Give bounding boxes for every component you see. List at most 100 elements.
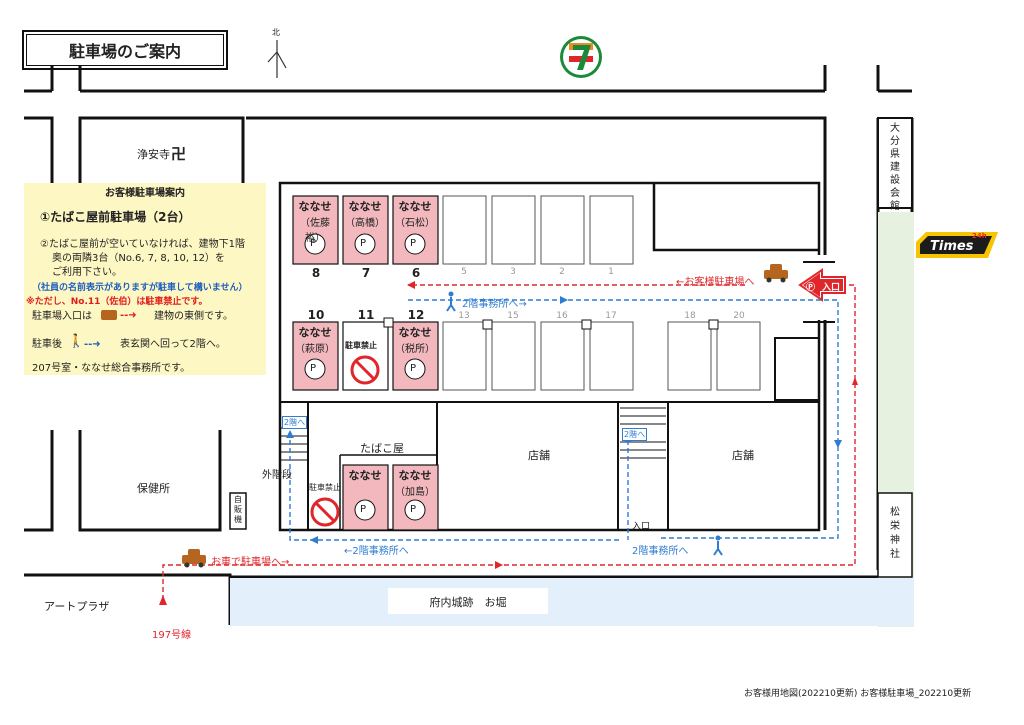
- car-icon: [182, 549, 206, 568]
- info-line7b: 建物の東側です。: [154, 311, 233, 322]
- car-icon: [101, 310, 117, 320]
- stall-bottom-1[interactable]: ななせ: [345, 467, 385, 483]
- stall-owner: （高橋）: [345, 218, 385, 229]
- entrance-arrow-icon: [798, 268, 846, 302]
- no-parking-label-b: 駐車禁止: [309, 483, 341, 492]
- info-line8a: 駐車後: [32, 339, 62, 350]
- page-title: 駐車場のご案内: [22, 30, 228, 70]
- stall-tag: ななせ: [298, 326, 332, 339]
- moat-label: 府内城跡 お堀: [429, 596, 507, 609]
- stall-number: 11: [357, 308, 375, 322]
- stall-number: 12: [407, 308, 425, 322]
- stall-number: 10: [307, 308, 325, 322]
- stall-tag: ななせ: [398, 200, 432, 213]
- info-panel: お客様駐車場案内 ①たばこ屋前駐車場（2台） ②たばこ屋前が空いていなければ、建…: [24, 183, 266, 375]
- stall-tag: ななせ: [348, 200, 382, 213]
- shop2-label: 店舗: [732, 449, 754, 462]
- to-office-right-label: 2階事務所へ: [632, 546, 689, 557]
- no-parking-label-a: 駐車禁止: [345, 341, 377, 350]
- stall-owner: （税所）: [395, 344, 435, 355]
- to-office-top-label: 2階事務所へ→: [462, 299, 527, 310]
- stall-bottom-2[interactable]: ななせ （加島）: [395, 467, 435, 498]
- gray-stall-number: 1: [608, 267, 614, 277]
- red-dash-arrow-icon: --➜: [120, 310, 137, 321]
- info-line4: ご利用下さい。: [52, 267, 122, 278]
- stall-tag: ななせ: [298, 200, 332, 213]
- stall-8[interactable]: ななせ （佐藤裕）: [295, 198, 335, 244]
- stall-number: 8: [311, 266, 321, 280]
- outer-stairs-label: 外階段: [262, 470, 292, 481]
- info-line7a: 駐車場入口は: [32, 311, 92, 322]
- info-line2: ②たばこ屋前が空いていなければ、建物下1階: [40, 239, 246, 250]
- north-arrow-icon: [267, 40, 287, 78]
- stall-owner: （萩原）: [295, 344, 335, 355]
- gray-stall-number: 16: [556, 311, 568, 321]
- no-parking-icon: [310, 497, 340, 527]
- to-customer-parking-label: ←お客様駐車場へ: [676, 277, 755, 288]
- page-title-text: 駐車場のご案内: [68, 42, 181, 61]
- vending-label: 自販機: [234, 495, 242, 524]
- tobacco-label: たばこ屋: [360, 442, 404, 455]
- parking-entrance-p-icon: Ⓟ: [806, 283, 816, 293]
- info-line3: 奥の両隣3台（No.6, 7, 8, 10, 12）を: [52, 253, 225, 264]
- stall-tag: ななせ: [348, 469, 382, 482]
- info-line6: ※ただし、No.11（佐伯）は駐車禁止です。: [26, 297, 208, 307]
- stall-owner: （加島）: [395, 487, 435, 498]
- shop1-label: 店舗: [528, 449, 550, 462]
- kensetsu-label: 大分県建設会館: [890, 123, 900, 212]
- p-icon: P: [360, 238, 367, 249]
- stall-tag: ななせ: [398, 469, 432, 482]
- stall-12[interactable]: ななせ （税所）: [395, 324, 435, 355]
- times-label: Times: [930, 239, 974, 254]
- info-line9: 207号室・ななせ総合事務所です。: [32, 363, 191, 374]
- pedestrian-icon: [713, 535, 723, 556]
- gray-stall-number: 13: [458, 311, 470, 321]
- by-car-label: お車で駐車場へ→: [211, 557, 290, 568]
- art-plaza-label: アートプラザ: [44, 600, 110, 613]
- info-line8b: 表玄関へ回って2階へ。: [120, 339, 226, 350]
- stall-7[interactable]: ななせ （高橋）: [345, 198, 385, 229]
- shrine-label: 松栄神社: [890, 507, 900, 560]
- car-icon: [764, 264, 788, 283]
- info-line5: （社員の名前表示がありますが駐車して構いません）: [32, 283, 248, 293]
- gray-stall-number: 3: [510, 267, 516, 277]
- stall-10[interactable]: ななせ （萩原）: [295, 324, 335, 355]
- pedestrian-icon: [446, 291, 456, 312]
- north-label: 北: [272, 28, 280, 37]
- stall-6[interactable]: ななせ （石松）: [395, 198, 435, 229]
- gray-stall-number: 20: [733, 311, 745, 321]
- pedestrian-icon: 🚶: [68, 334, 85, 349]
- gray-stall-number: 15: [507, 311, 519, 321]
- info-line1: ①たばこ屋前駐車場（2台）: [40, 210, 191, 224]
- p-icon: P: [410, 238, 417, 249]
- stall-tag: ななせ: [398, 326, 432, 339]
- gray-stall-number: 18: [684, 311, 696, 321]
- p-icon: P: [310, 238, 317, 249]
- temple-icon: 卍: [171, 145, 187, 163]
- hokenjo-label: 保健所: [137, 482, 170, 495]
- times-24-label: 24h: [972, 232, 987, 240]
- p-icon: P: [360, 504, 367, 515]
- gray-stall-number: 5: [461, 267, 467, 277]
- no-parking-icon: [350, 355, 380, 385]
- to-office-left-label: ←2階事務所へ: [344, 546, 409, 557]
- p-icon: P: [410, 504, 417, 515]
- footer-text: お客様用地図(202210更新) お客様駐車場_202210更新: [744, 689, 972, 699]
- gray-stall-number: 17: [605, 311, 617, 321]
- entrance-small-label: 入口: [632, 522, 651, 532]
- gray-stall-number: 2: [559, 267, 565, 277]
- blue-dash-arrow-icon: --➜: [84, 339, 101, 350]
- temple-label: 浄安寺: [137, 148, 170, 161]
- stall-owner: （石松）: [395, 218, 435, 229]
- times-logo-icon: [916, 232, 998, 258]
- seven-eleven-logo-icon: [560, 36, 602, 78]
- info-heading: お客様駐車場案内: [105, 188, 185, 199]
- stairs-up2-label: 2階へ: [622, 428, 648, 441]
- p-icon: P: [310, 363, 317, 374]
- route197-label: 197号線: [152, 630, 192, 641]
- stall-number: 7: [361, 266, 371, 280]
- p-icon: P: [410, 363, 417, 374]
- stall-number: 6: [411, 266, 421, 280]
- parking-entrance-label: 入口: [822, 283, 841, 293]
